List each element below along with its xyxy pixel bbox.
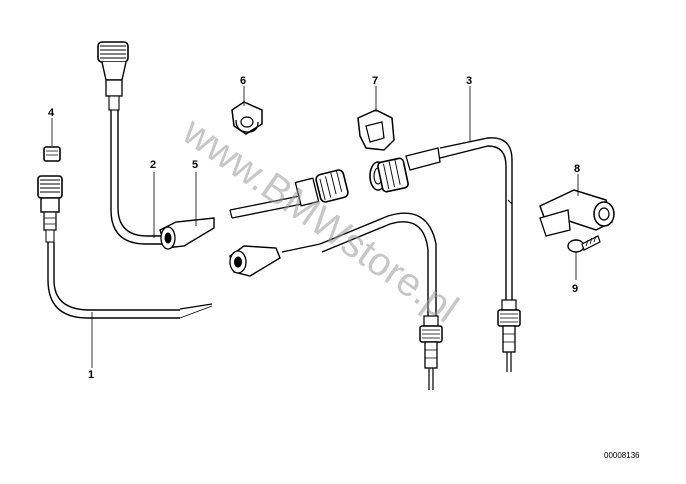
- part-3-cable[interactable]: [369, 137, 521, 372]
- callout-3: 3: [466, 75, 472, 87]
- watermark: www.BMWstore.pl: [174, 109, 466, 332]
- part-2-cable[interactable]: [97, 41, 170, 245]
- callout-8: 8: [574, 163, 580, 175]
- part-6-clip[interactable]: [231, 101, 263, 135]
- part-2-core[interactable]: [229, 169, 349, 219]
- part-4-nut[interactable]: [43, 146, 61, 162]
- callout-5: 5: [192, 159, 198, 171]
- part-5-grommet-loose[interactable]: [229, 245, 281, 277]
- part-2-lower-cable[interactable]: [281, 212, 443, 390]
- part-5-grommet[interactable]: [159, 217, 215, 250]
- callout-7: 7: [372, 75, 378, 87]
- reference-number: 00008136: [604, 451, 640, 460]
- part-9-screw[interactable]: [567, 235, 601, 253]
- callout-6: 6: [240, 75, 246, 87]
- part-7-bracket[interactable]: [357, 109, 395, 151]
- part-1-cable[interactable]: [37, 175, 213, 319]
- part-8-clamp-bracket[interactable]: [539, 189, 615, 237]
- callout-1: 1: [88, 369, 94, 381]
- callout-9: 9: [572, 283, 578, 295]
- leader-lines: [51, 86, 579, 368]
- callout-2: 2: [150, 159, 156, 171]
- callout-4: 4: [48, 107, 55, 119]
